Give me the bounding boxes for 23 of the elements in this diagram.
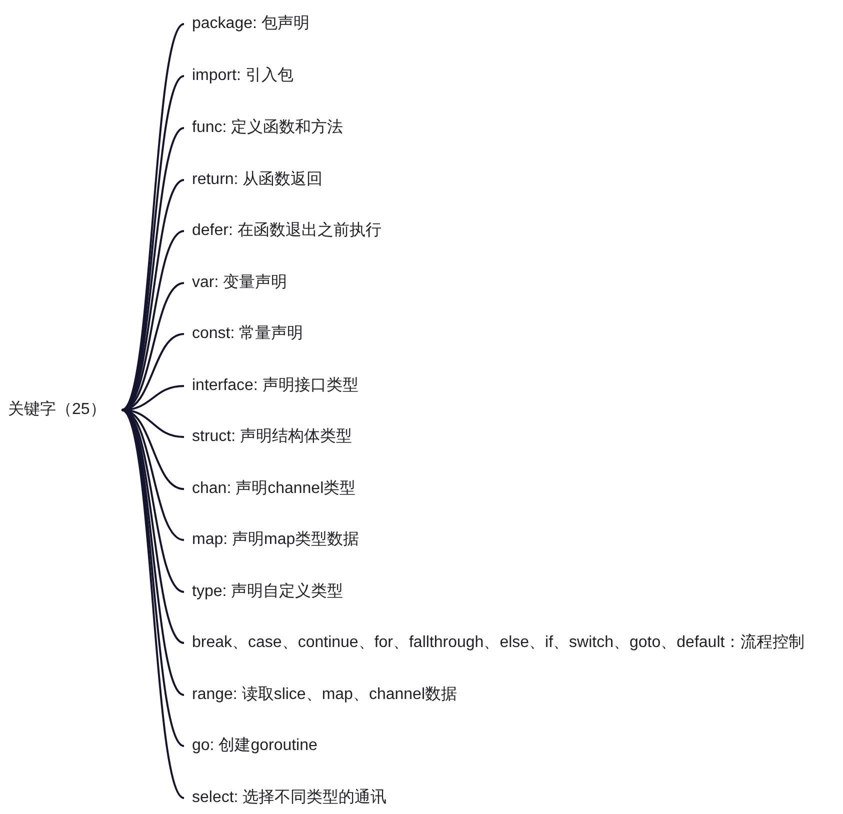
- root-label: 关键字（25）: [8, 400, 122, 420]
- branch-curve: [121, 230, 184, 411]
- branch-label: package: 包声明: [184, 14, 310, 34]
- branch-label: func: 定义函数和方法: [184, 118, 344, 138]
- branch-label: chan: 声明channel类型: [184, 479, 356, 499]
- branch-curve: [121, 282, 184, 411]
- branch-curve: [122, 409, 184, 490]
- branch-label: break、case、continue、for、fallthrough、else、if、switch、goto、default：流程控制: [184, 633, 805, 653]
- branch-label: range: 读取slice、map、channel数据: [184, 685, 457, 705]
- branch-label: defer: 在函数退出之前执行: [184, 221, 382, 241]
- branch-label: map: 声明map类型数据: [184, 530, 360, 550]
- branch-label: type: 声明自定义类型: [184, 582, 344, 602]
- branch-curve: [121, 127, 185, 411]
- branch-label: struct: 声明结构体类型: [184, 427, 352, 447]
- branch-label: const: 常量声明: [184, 324, 304, 344]
- branch-label: go: 创建goroutine: [184, 736, 318, 756]
- branch-label: var: 变量声明: [184, 273, 288, 293]
- branch-label: import: 引入包: [184, 66, 294, 86]
- branch-curve: [121, 409, 184, 541]
- branch-label: return: 从函数返回: [184, 170, 323, 190]
- branch-label: select: 选择不同类型的通讯: [184, 788, 387, 808]
- branch-label: interface: 声明接口类型: [184, 376, 358, 396]
- branch-curve: [122, 333, 184, 411]
